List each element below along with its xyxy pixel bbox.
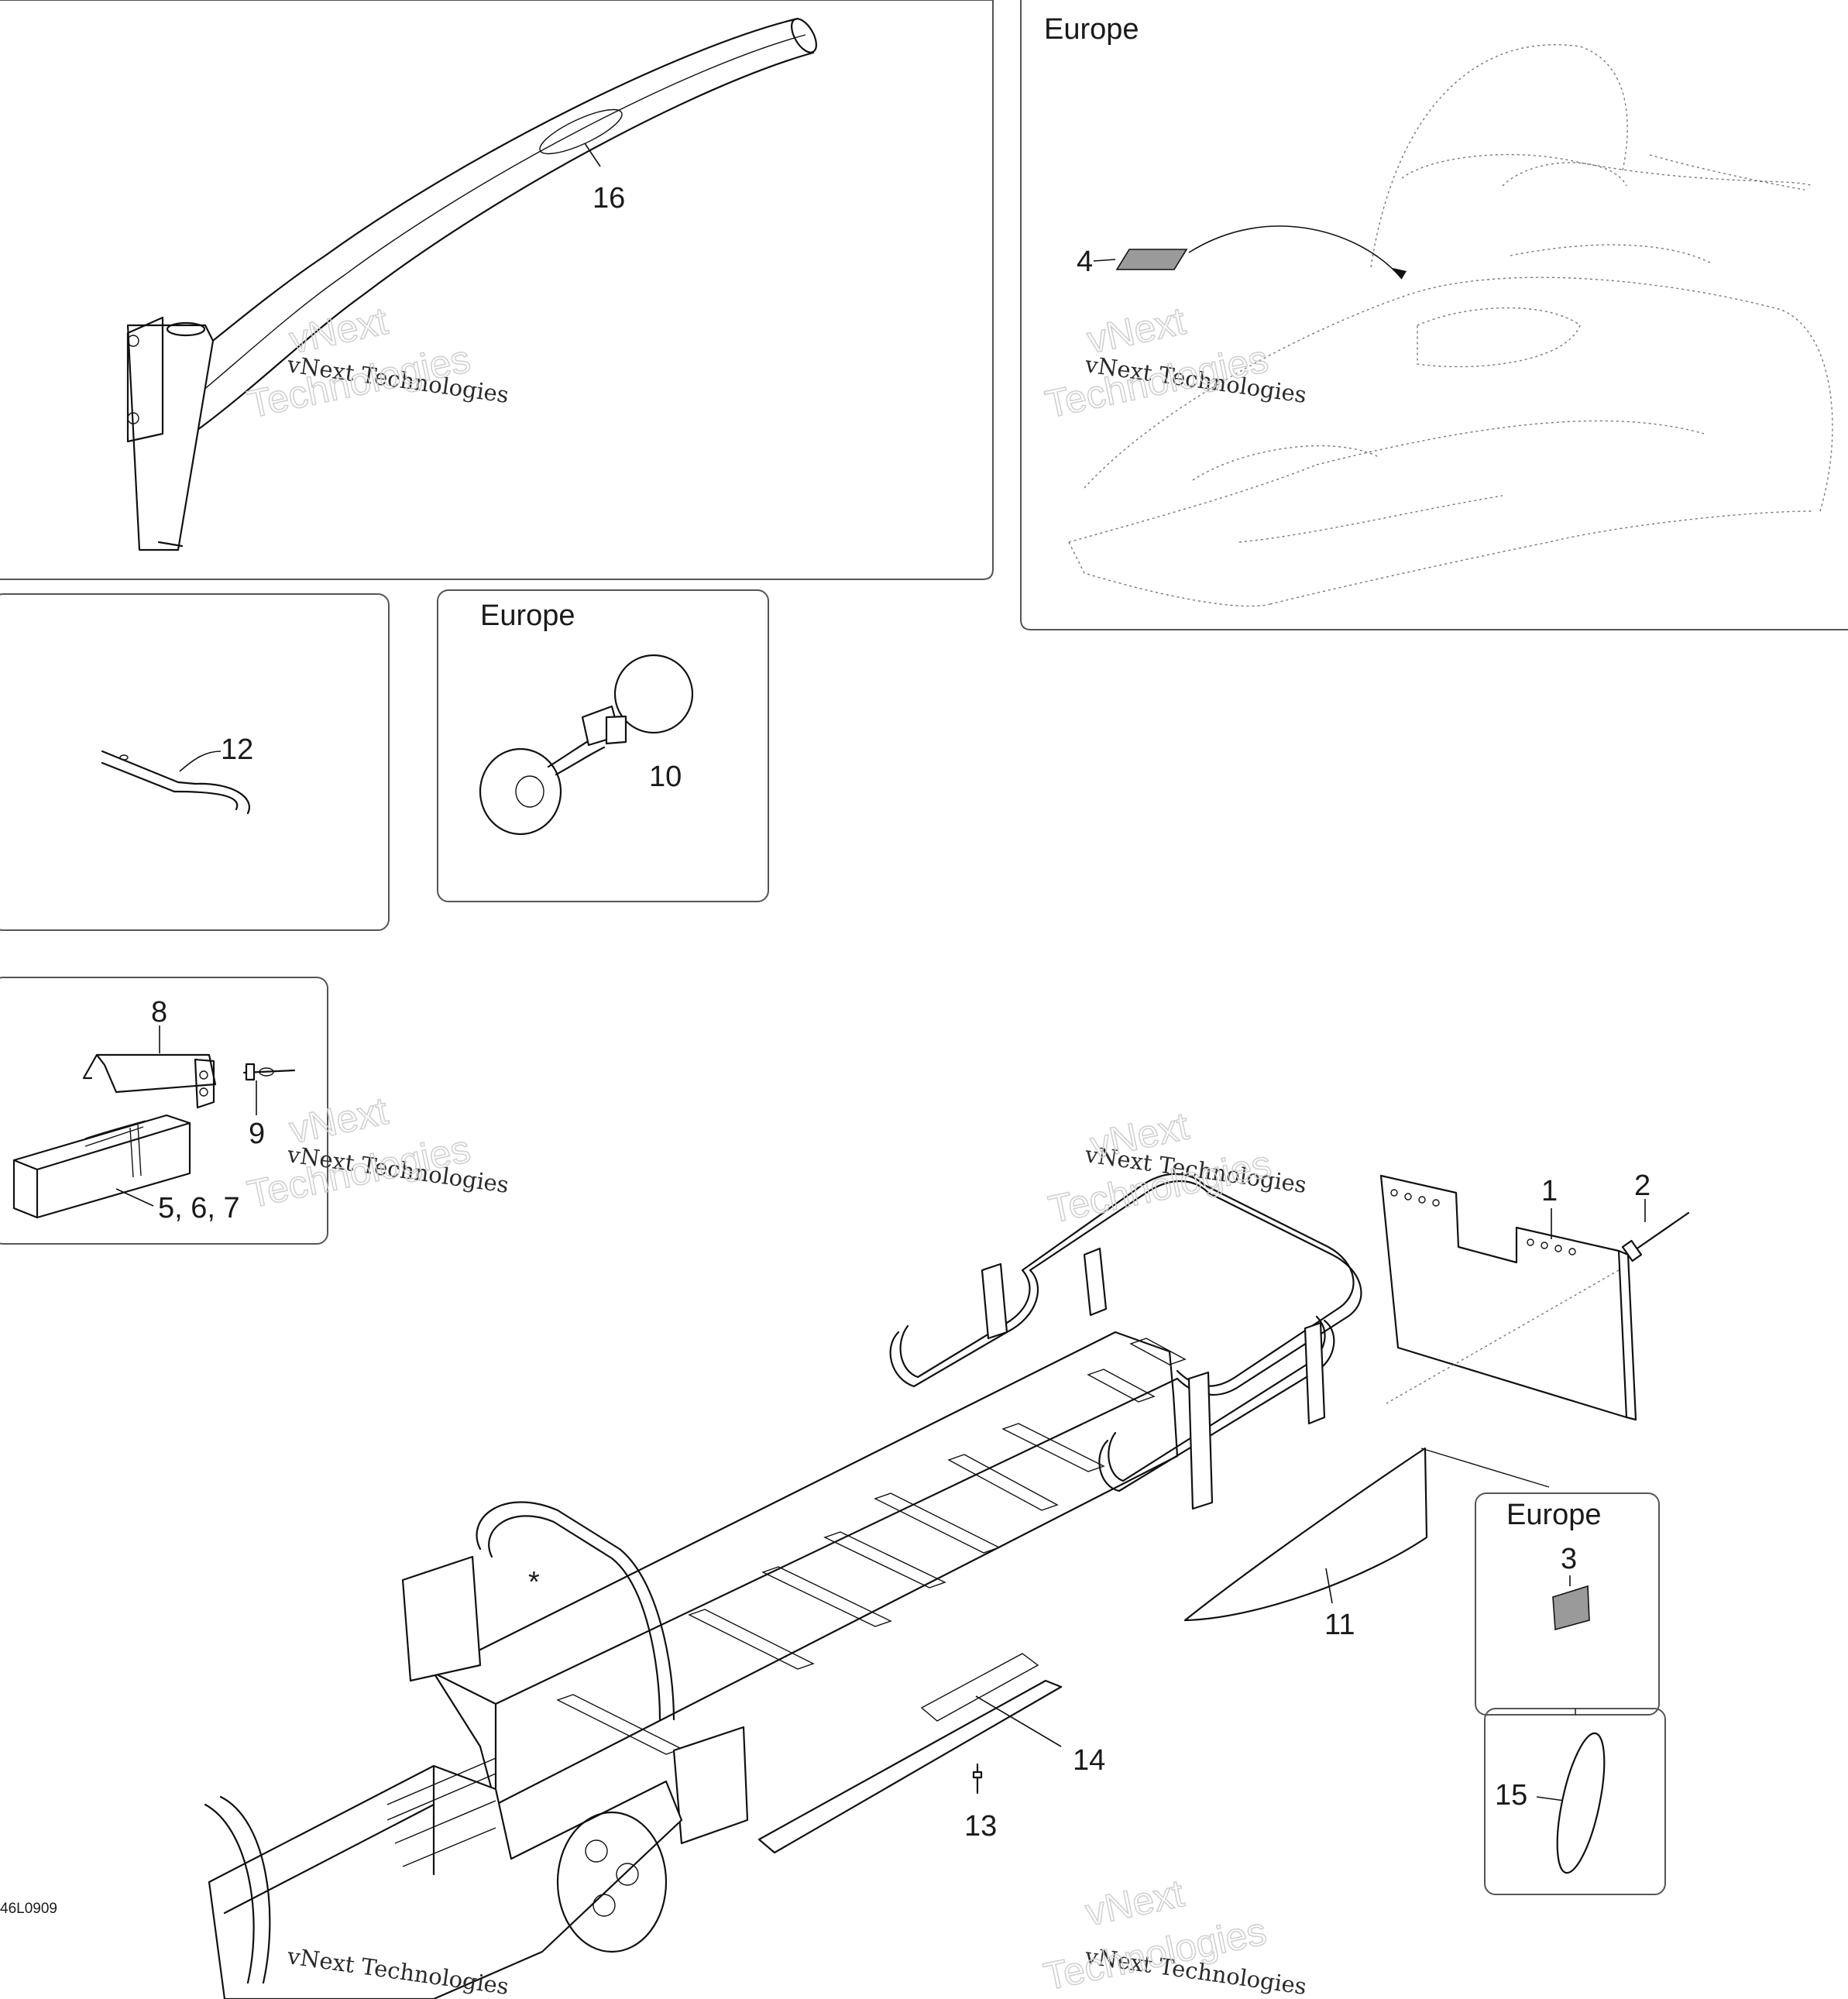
callout-15: 15: [1495, 1779, 1527, 1812]
callout-14: 14: [1073, 1744, 1105, 1777]
panel-battery: [0, 977, 328, 1245]
seat-decal-4: [1115, 249, 1188, 270]
callout-16: 16: [593, 182, 625, 215]
callout-3: 3: [1561, 1543, 1577, 1575]
horn-10: [479, 654, 694, 836]
battery-bracket-8: [82, 1053, 217, 1109]
svg-text:Technologies: Technologies: [244, 337, 474, 426]
reflector-15: [1556, 1732, 1606, 1874]
callout-5-6-7: 5, 6, 7: [158, 1192, 240, 1224]
callout-12: 12: [221, 733, 253, 766]
svg-text:vNext: vNext: [286, 1089, 392, 1152]
callout-4: 4: [1077, 246, 1093, 278]
callout-8: 8: [151, 996, 167, 1029]
panel-europe-seat-decal: [1020, 0, 1848, 630]
callout-asterisk: *: [528, 1566, 540, 1599]
reference-code: 46L0909: [0, 1901, 57, 1917]
callout-13: 13: [964, 1810, 997, 1843]
region-label-europe-seat: Europe: [1044, 13, 1139, 46]
tool-12: [101, 750, 250, 815]
region-label-europe-horn: Europe: [480, 599, 575, 632]
callout-9: 9: [249, 1118, 265, 1150]
callout-11: 11: [1324, 1609, 1355, 1641]
panel-grab-handle: [0, 0, 994, 580]
svg-text:Technologies: Technologies: [1042, 337, 1272, 426]
rivet-13: [972, 1763, 983, 1795]
battery-5-6-7: [12, 1114, 191, 1219]
panel-tool: [0, 593, 390, 931]
svg-text:vNext: vNext: [1084, 299, 1190, 362]
reflector-3: [1552, 1585, 1590, 1631]
svg-text:vNext: vNext: [286, 299, 392, 362]
svg-text:Technologies: Technologies: [244, 1127, 474, 1216]
panel-europe-reflector: [1475, 1492, 1660, 1716]
rivet-2: [1621, 1211, 1690, 1262]
watermark-1-outline: vNext Technologies: [243, 298, 475, 427]
callout-1: 1: [1541, 1175, 1558, 1207]
rivet-9: [242, 1063, 296, 1081]
rear-flap-1: [1379, 1174, 1637, 1421]
callout-10: 10: [649, 761, 682, 793]
side-deflector-11: [1183, 1447, 1428, 1622]
frame-assembly: [204, 1173, 1362, 1999]
watermark-2-outline: vNext Technologies: [1041, 298, 1273, 427]
region-label-europe-reflector: Europe: [1506, 1499, 1602, 1531]
panel-europe-horn: [437, 589, 769, 902]
watermark-3-outline: vNext Technologies: [243, 1088, 475, 1217]
svg-text:vNext: vNext: [1082, 1871, 1188, 1934]
vehicle-outline-dashed: [1068, 44, 1833, 607]
callout-2: 2: [1634, 1170, 1650, 1202]
grab-handle-16: [126, 17, 817, 551]
